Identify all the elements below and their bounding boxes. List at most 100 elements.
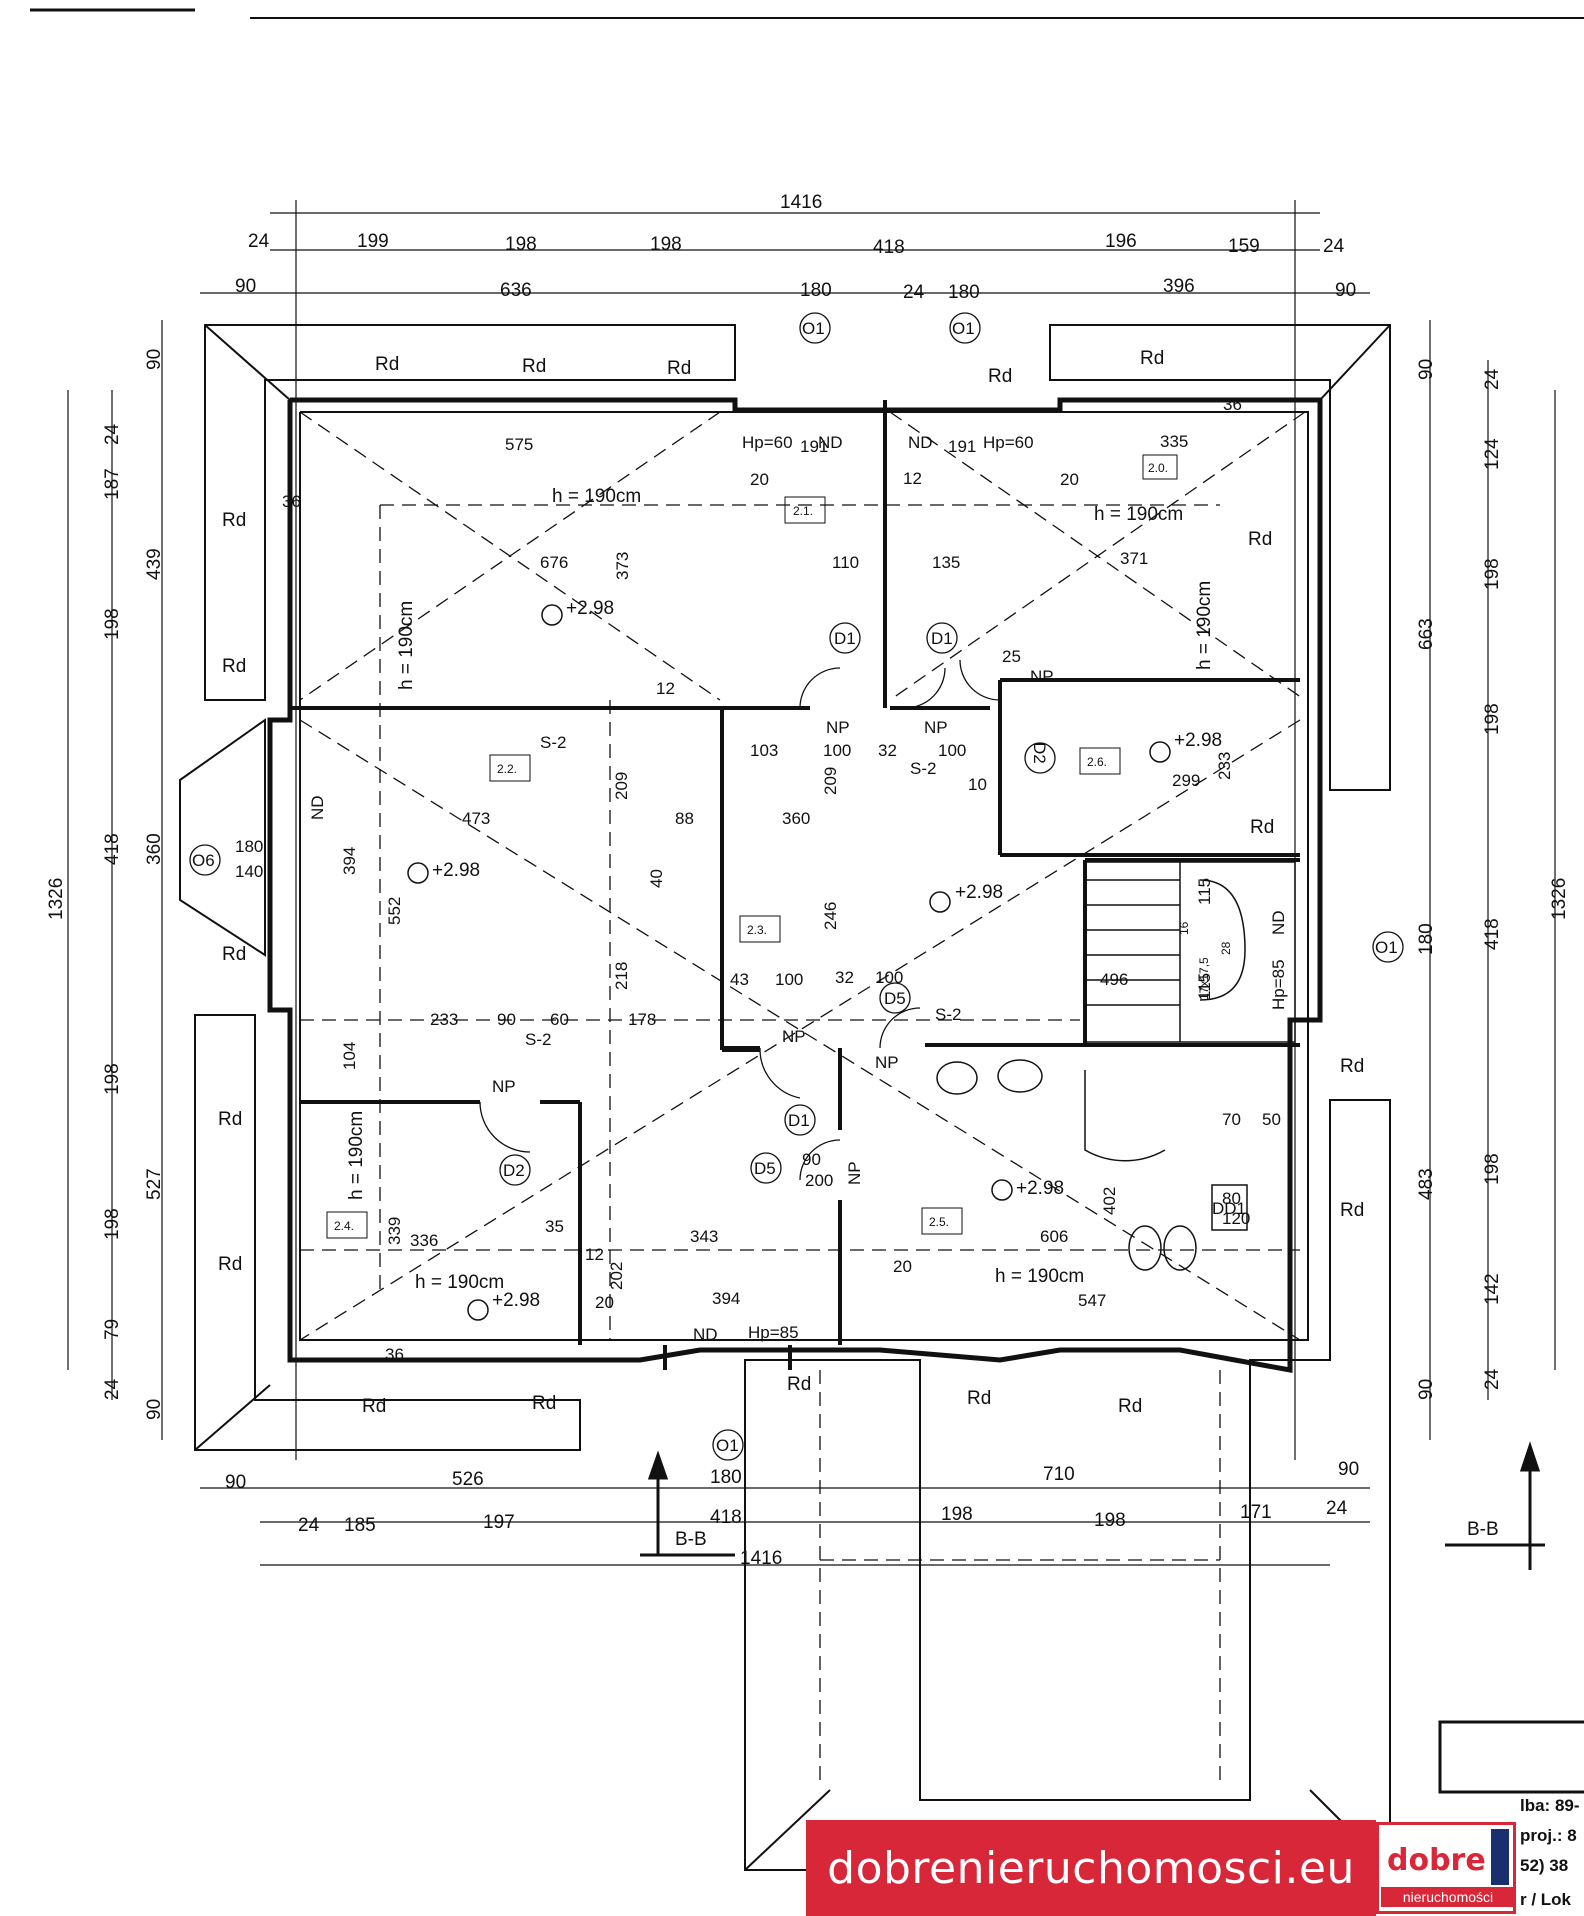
svg-text:24: 24: [102, 423, 123, 445]
svg-text:S-2: S-2: [910, 759, 936, 778]
svg-text:12: 12: [585, 1245, 604, 1264]
svg-text:NP: NP: [845, 1161, 864, 1185]
svg-text:473: 473: [462, 809, 490, 828]
svg-text:Rd: Rd: [967, 1388, 991, 1409]
svg-text:35: 35: [545, 1217, 564, 1236]
svg-text:20: 20: [893, 1257, 912, 1276]
stamp-line: r / Lok: [1520, 1890, 1572, 1909]
svg-text:526: 526: [452, 1469, 484, 1490]
svg-text:28: 28: [1219, 941, 1233, 955]
svg-text:20: 20: [1060, 470, 1079, 489]
svg-text:103: 103: [750, 741, 778, 760]
svg-text:+2.98: +2.98: [492, 1290, 540, 1311]
svg-text:24: 24: [248, 231, 270, 252]
svg-text:Rd: Rd: [375, 354, 399, 375]
svg-text:+2.98: +2.98: [1174, 730, 1222, 751]
svg-text:Rd: Rd: [1248, 529, 1272, 550]
svg-text:24: 24: [903, 282, 925, 303]
stamp-line: lba: 89-: [1520, 1796, 1580, 1815]
svg-text:90: 90: [1338, 1459, 1359, 1480]
svg-text:36: 36: [282, 492, 301, 511]
svg-text:360: 360: [782, 809, 810, 828]
svg-text:O1: O1: [1375, 938, 1398, 957]
svg-text:12: 12: [656, 679, 675, 698]
misc-labels: Hp=60 Hp=60 Hp=85 Hp=85 ND ND ND ND ND N…: [308, 433, 1499, 1550]
svg-text:Rd: Rd: [222, 944, 246, 965]
svg-text:D1: D1: [931, 629, 953, 648]
svg-text:O1: O1: [716, 1436, 739, 1455]
dims-top-row1: 24 199 198 198 418 196 159 24: [248, 231, 1345, 258]
svg-text:2.0.: 2.0.: [1148, 461, 1168, 475]
svg-text:198: 198: [1482, 1153, 1503, 1185]
svg-text:h = 190cm: h = 190cm: [415, 1272, 504, 1293]
svg-text:2.2.: 2.2.: [497, 762, 517, 776]
svg-text:191: 191: [800, 437, 828, 456]
inner-dimensions: 575 676 373 110 135 371 335 191 191 473 …: [235, 395, 1281, 1364]
svg-text:178: 178: [628, 1010, 656, 1029]
svg-text:D2: D2: [503, 1161, 525, 1180]
svg-text:50: 50: [1262, 1110, 1281, 1129]
svg-text:Hp=85: Hp=85: [748, 1323, 799, 1342]
svg-text:418: 418: [710, 1507, 742, 1528]
svg-text:36: 36: [385, 1345, 404, 1364]
svg-text:Rd: Rd: [1340, 1056, 1364, 1077]
svg-text:373: 373: [613, 552, 632, 580]
svg-text:198: 198: [1482, 558, 1503, 590]
dims-bottom-row1: 90 526 180 710 90: [225, 1459, 1359, 1493]
svg-text:527: 527: [144, 1168, 165, 1200]
stamp-line: 52) 38: [1520, 1856, 1569, 1875]
svg-text:187: 187: [102, 468, 123, 500]
svg-text:171: 171: [1240, 1502, 1272, 1523]
svg-text:246: 246: [821, 902, 840, 930]
svg-text:120: 120: [1222, 1209, 1250, 1228]
svg-text:DD1: DD1: [1212, 1199, 1246, 1218]
watermark-banner: dobrenieruchomosci.eu: [806, 1820, 1376, 1916]
dims-left: 1326 90 24 187 198 418 198 198 79 24 90 …: [46, 349, 165, 1420]
svg-text:Rd: Rd: [362, 1396, 386, 1417]
svg-text:233: 233: [1215, 752, 1234, 780]
svg-text:90: 90: [225, 1472, 246, 1493]
svg-text:40: 40: [647, 869, 666, 888]
svg-text:43: 43: [730, 970, 749, 989]
svg-text:418: 418: [873, 237, 905, 258]
svg-text:218: 218: [612, 962, 631, 990]
svg-text:h = 190cm: h = 190cm: [552, 486, 641, 507]
svg-text:2.1.: 2.1.: [793, 504, 813, 518]
svg-text:339: 339: [385, 1217, 404, 1245]
svg-text:180: 180: [800, 280, 832, 301]
svg-text:90: 90: [1416, 359, 1437, 380]
svg-text:NP: NP: [1030, 667, 1054, 686]
svg-text:198: 198: [102, 1208, 123, 1240]
dim-overall-top: 1416: [780, 192, 822, 213]
dims-right: 1326 24 124 198 198 418 198 142 24 90 66…: [1416, 359, 1570, 1400]
svg-text:+2.98: +2.98: [1016, 1178, 1064, 1199]
svg-text:439: 439: [144, 548, 165, 580]
svg-text:209: 209: [612, 772, 631, 800]
svg-text:36: 36: [1223, 395, 1242, 414]
svg-text:104: 104: [340, 1042, 359, 1070]
svg-text:32: 32: [878, 741, 897, 760]
svg-text:90: 90: [144, 349, 165, 370]
svg-text:663: 663: [1416, 618, 1437, 650]
svg-text:209: 209: [821, 767, 840, 795]
svg-text:90: 90: [144, 1399, 165, 1420]
svg-text:D1: D1: [788, 1111, 810, 1130]
svg-text:ND: ND: [308, 795, 327, 820]
svg-text:343: 343: [690, 1227, 718, 1246]
svg-text:2.5.: 2.5.: [929, 1215, 949, 1229]
svg-text:24: 24: [1323, 236, 1345, 257]
room-tags: 2.1. 2.0. 2.2. 2.3. 2.4. 2.5. 2.6.: [326, 454, 1178, 1239]
svg-text:Hp=60: Hp=60: [742, 433, 793, 452]
svg-text:NP: NP: [924, 718, 948, 737]
svg-text:Rd: Rd: [522, 356, 546, 377]
svg-text:Rd: Rd: [1340, 1200, 1364, 1221]
svg-text:60: 60: [550, 1010, 569, 1029]
svg-text:360: 360: [144, 833, 165, 865]
svg-text:h = 190cm: h = 190cm: [396, 601, 417, 690]
element-tags: O1 O1 D1 D1 D2 O1 O6 D5 D1 D5 D2 O1 DD1: [192, 319, 1398, 1455]
svg-text:10: 10: [968, 775, 987, 794]
svg-text:606: 606: [1040, 1227, 1068, 1246]
svg-text:O1: O1: [802, 319, 825, 338]
svg-text:180: 180: [235, 837, 263, 856]
svg-text:100: 100: [875, 968, 903, 987]
